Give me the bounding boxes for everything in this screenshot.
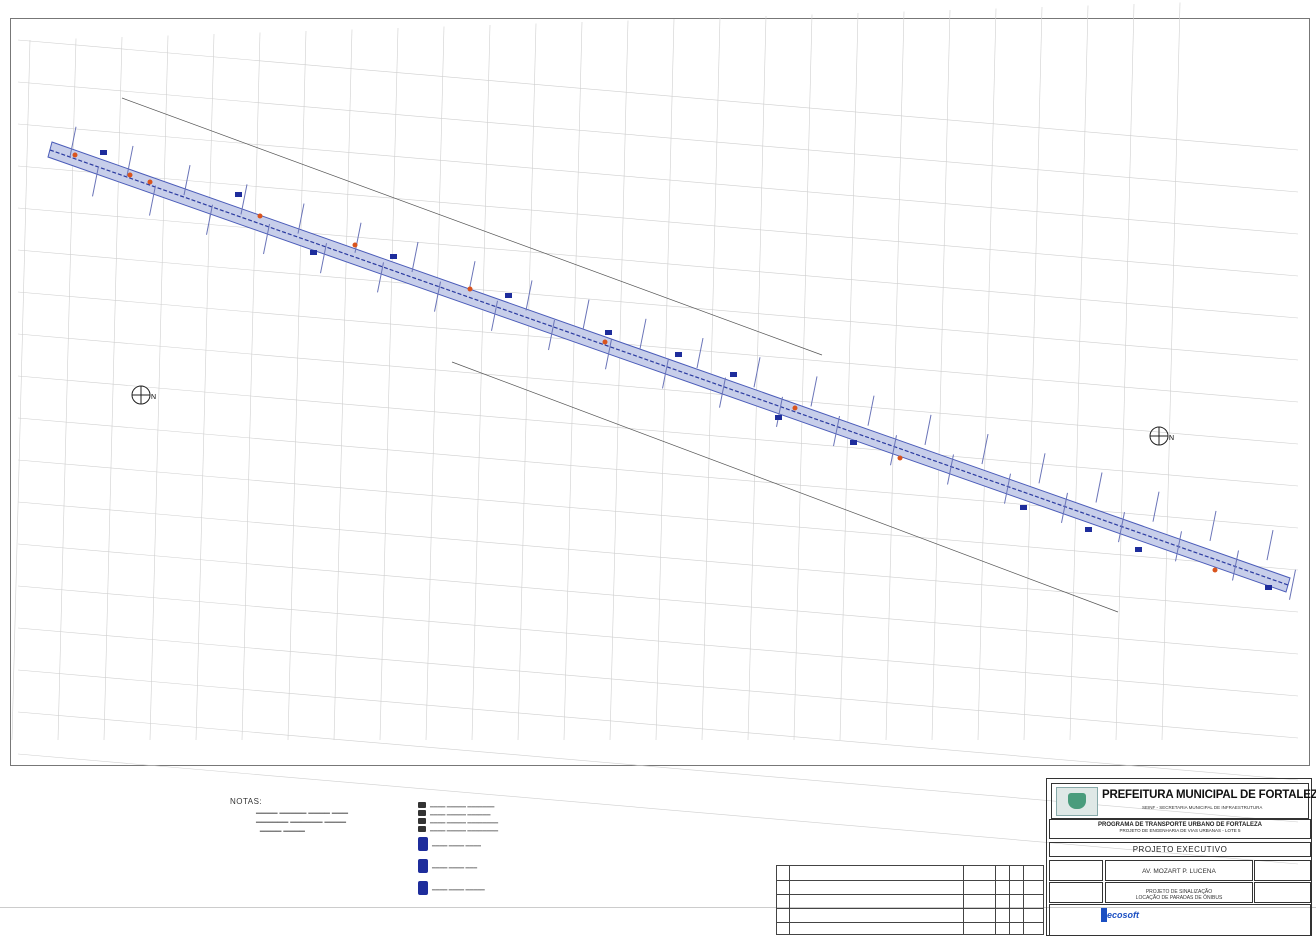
marker xyxy=(792,405,798,411)
legend-item: ▁▁▁▁ ▁▁▁▁ ▁▁▁ xyxy=(418,855,498,877)
revision-row xyxy=(777,894,1043,909)
marker xyxy=(147,179,153,185)
bus-stop-icon xyxy=(850,440,857,445)
bus-stop-icon xyxy=(390,254,397,259)
legend: ▁▁▁▁ ▁▁▁▁▁ ▁▁▁▁▁▁▁ ▁▁▁▁ ▁▁▁▁▁ ▁▁▁▁▁▁ ▁▁▁… xyxy=(418,801,498,899)
markers xyxy=(72,152,1218,573)
cell-sheet xyxy=(1049,882,1103,903)
program-box: PROGRAMA DE TRANSPORTE URBANO DE FORTALE… xyxy=(1049,819,1311,839)
svg-text:N: N xyxy=(1169,435,1174,442)
notes-line: ▁▁▁▁ ▁▁▁▁▁ ▁▁▁▁ ▁▁▁ xyxy=(256,807,348,814)
cell-street: AV. MOZART P. LUCENA xyxy=(1105,860,1253,881)
survey-grid xyxy=(11,2,1299,865)
legend-item: ▁▁▁▁ ▁▁▁▁ ▁▁▁▁▁ xyxy=(418,877,498,899)
marker xyxy=(352,242,358,248)
street-name: AV. MOZART P. LUCENA xyxy=(1142,868,1216,875)
marker xyxy=(602,339,608,345)
cell-date xyxy=(1254,882,1311,903)
title-block: PREFEITURA MUNICIPAL DE FORTALEZA SEINF … xyxy=(1046,778,1316,936)
bus-stop-icon xyxy=(235,192,242,197)
bus-stop-icon xyxy=(418,802,426,808)
city-crest-icon xyxy=(1056,787,1098,816)
bus-stop-icon xyxy=(1020,505,1027,510)
notes-heading: NOTAS: xyxy=(230,797,263,806)
bus-stop-icon xyxy=(1085,527,1092,532)
revision-table xyxy=(776,865,1044,935)
bus-stop-icon xyxy=(100,150,107,155)
revision-row xyxy=(777,866,1043,880)
bus-stop-icon xyxy=(1265,585,1272,590)
marker xyxy=(1212,567,1218,573)
legend-item: ▁▁▁▁ ▁▁▁▁▁ ▁▁▁▁▁▁▁▁ xyxy=(418,825,498,833)
project-phase: PROJETO EXECUTIVO xyxy=(1049,842,1311,857)
cell-lote xyxy=(1049,860,1103,881)
cell-company xyxy=(1049,904,1311,936)
drawing-frame xyxy=(10,18,1310,766)
offset-lines xyxy=(121,97,1119,613)
notes-line: ▁▁▁▁ ▁▁▁▁ xyxy=(256,825,305,832)
svg-text:N: N xyxy=(151,394,156,401)
org-sub: SEINF - SECRETARIA MUNICIPAL DE INFRAEST… xyxy=(1142,805,1263,810)
bus-stop-icon xyxy=(730,372,737,377)
legend-item: ▁▁▁▁ ▁▁▁▁▁ ▁▁▁▁▁▁▁▁ xyxy=(418,817,498,825)
bus-stop-icon xyxy=(418,881,428,895)
bus-stop-icon xyxy=(310,250,317,255)
company-logo: ecosoft xyxy=(1107,910,1140,920)
notes-line: ▁▁▁▁▁▁ ▁▁▁▁▁▁ ▁▁▁▁ xyxy=(256,816,347,823)
bus-stop-icon xyxy=(418,826,426,832)
bus-stop-icon xyxy=(775,415,782,420)
bus-stop-icon xyxy=(675,352,682,357)
logo-mark-icon xyxy=(1101,908,1107,922)
marker xyxy=(897,455,903,461)
legend-item: ▁▁▁▁ ▁▁▁▁▁ ▁▁▁▁▁▁▁ xyxy=(418,801,498,809)
north-arrow-icon: N xyxy=(1149,426,1174,446)
org-name: PREFEITURA MUNICIPAL DE FORTALEZA xyxy=(1102,789,1316,801)
bus-stop-icon xyxy=(418,859,428,873)
marker xyxy=(127,172,133,178)
notes-block: NOTAS: ▁▁▁▁ ▁▁▁▁▁ ▁▁▁▁ ▁▁▁ ▁▁▁▁▁▁ ▁▁▁▁▁▁… xyxy=(230,797,348,833)
revision-row xyxy=(777,880,1043,895)
marker xyxy=(467,286,473,292)
marker xyxy=(257,213,263,219)
marker xyxy=(72,152,78,158)
revision-row xyxy=(777,908,1043,923)
road-alignment xyxy=(47,141,1291,593)
bus-stop-icon xyxy=(605,330,612,335)
bus-stop-icon xyxy=(418,837,428,851)
legend-item: ▁▁▁▁ ▁▁▁▁▁ ▁▁▁▁▁▁ xyxy=(418,809,498,817)
frame-line xyxy=(0,907,1316,908)
program-title: PROGRAMA DE TRANSPORTE URBANO DE FORTALE… xyxy=(1098,822,1262,828)
bus-stop-icon xyxy=(418,810,426,816)
legend-item: ▁▁▁▁ ▁▁▁▁ ▁▁▁▁ xyxy=(418,833,498,855)
cell-scale xyxy=(1254,860,1311,881)
org-header: PREFEITURA MUNICIPAL DE FORTALEZA SEINF … xyxy=(1051,783,1316,819)
bus-stop-icon xyxy=(418,818,426,824)
bus-stop-icon xyxy=(1135,547,1142,552)
bus-stops xyxy=(100,150,1272,590)
north-arrow-icon: N xyxy=(131,385,156,405)
program-subtitle: PROJETO DE ENGENHARIA DE VIAS URBANAS - … xyxy=(1119,828,1241,833)
bus-stop-icon xyxy=(505,293,512,298)
cross-streets xyxy=(69,126,1296,600)
revision-row xyxy=(777,922,1043,937)
